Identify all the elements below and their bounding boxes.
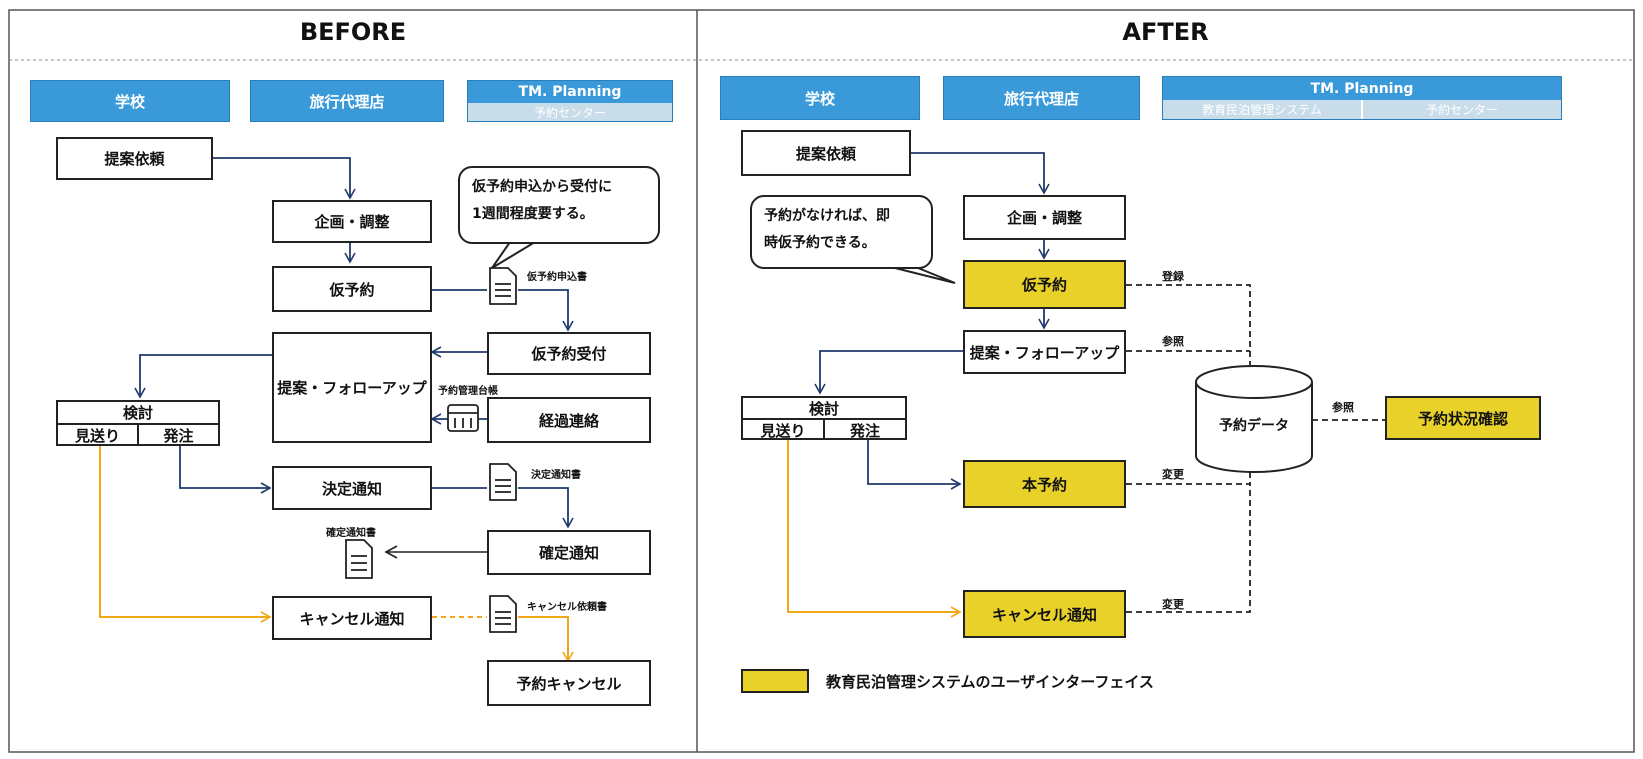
before-doc-label-ledger: 予約管理台帳 [438, 386, 498, 397]
before-node-provisional: 仮予約 [272, 266, 432, 312]
before-review-skip: 見送り [74, 427, 120, 445]
before-doc-label-confirm: 確定通知書 [326, 528, 376, 539]
before-doc-icon-provisional [489, 267, 517, 305]
before-node-decision-notice: 決定通知 [272, 466, 432, 510]
legend-text: 教育民泊管理システムのユーザインターフェイス [826, 673, 1154, 691]
after-node-proposal-request: 提案依頼 [741, 130, 911, 176]
after-review-order: 発注 [823, 420, 905, 440]
before-node-progress-contact: 経過連絡 [487, 397, 651, 443]
before-lane-tm-title: TM. Planning [468, 81, 672, 103]
before-callout-line-2: 1週間程度要する。 [472, 206, 594, 222]
after-lane-school: 学校 [720, 76, 920, 120]
after-edge-label-change-2: 変更 [1162, 598, 1184, 611]
after-node-proposal-followup: 提案・フォローアップ [963, 330, 1126, 374]
before-callout: 仮予約申込から受付に 1週間程度要する。 [458, 166, 660, 244]
after-lane-tm: TM. Planning 教育民泊管理システム 予約センター [1162, 76, 1562, 120]
before-flow-lines [134, 157, 574, 529]
after-edge-label-reference-1: 参照 [1162, 335, 1184, 348]
after-database-cylinder [1195, 365, 1313, 473]
before-title: BEFORE [299, 18, 407, 46]
before-doc-label-provisional: 仮予約申込書 [527, 272, 587, 283]
after-lane-tm-system: 教育民泊管理システム [1163, 100, 1361, 119]
after-review-title: 検討 [743, 398, 905, 420]
after-node-final-reservation: 本予約 [963, 460, 1126, 508]
before-doc-icon-decision [489, 463, 517, 501]
after-node-provisional: 仮予約 [963, 260, 1126, 309]
after-edge-label-register: 登録 [1162, 270, 1184, 283]
after-node-status-check: 予約状況確認 [1385, 396, 1541, 440]
after-callout-line-2: 時仮予約できる。 [764, 235, 876, 251]
panel-frames [8, 9, 1635, 753]
after-lane-tm-title: TM. Planning [1163, 77, 1561, 101]
after-database-label: 予約データ [1219, 418, 1289, 434]
before-doc-icon-confirm [345, 539, 373, 579]
before-review-title: 検討 [58, 402, 218, 425]
before-doc-label-cancel: キャンセル依頼書 [527, 602, 607, 613]
after-lane-tm-center: 予約センター [1361, 100, 1561, 119]
before-node-provisional-accept: 仮予約受付 [487, 332, 651, 375]
before-lane-school: 学校 [30, 80, 230, 122]
before-doc-label-decision: 決定通知書 [531, 470, 581, 481]
after-edge-label-reference-2: 参照 [1332, 401, 1354, 414]
before-node-planning: 企画・調整 [272, 200, 432, 243]
before-review-box: 検討 見送り 発注 [56, 400, 220, 446]
before-node-proposal-followup: 提案・フォローアップ [272, 332, 432, 443]
before-doc-icon-cancel [489, 595, 517, 633]
before-node-reservation-cancel: 予約キャンセル [487, 660, 651, 706]
before-lane-tm: TM. Planning 予約センター [467, 80, 673, 122]
after-review-box: 検討 見送り 発注 [741, 396, 907, 440]
before-node-proposal-request: 提案依頼 [56, 137, 213, 180]
legend-swatch [741, 669, 809, 693]
before-lane-tm-sub: 予約センター [468, 103, 672, 121]
after-title: AFTER [1122, 18, 1209, 46]
before-callout-line-1: 仮予約申込から受付に [472, 179, 612, 195]
after-flow-lines [814, 152, 1050, 490]
before-cancel-lines [99, 446, 574, 663]
after-cancel-line [787, 440, 962, 618]
after-edge-label-change-1: 変更 [1162, 468, 1184, 481]
after-node-planning: 企画・調整 [963, 195, 1126, 240]
before-calendar-icon [447, 404, 479, 432]
before-review-order: 発注 [137, 425, 218, 446]
before-callout-tail [491, 241, 536, 269]
after-node-cancel-notice: キャンセル通知 [963, 590, 1126, 638]
before-node-cancel-notice: キャンセル通知 [272, 596, 432, 640]
after-callout-tail [894, 267, 956, 284]
before-node-confirm-notice: 確定通知 [487, 530, 651, 575]
after-lane-agency: 旅行代理店 [943, 76, 1140, 120]
before-lane-agency: 旅行代理店 [250, 80, 444, 122]
after-callout-line-1: 予約がなければ、即 [764, 208, 890, 224]
after-review-skip: 見送り [760, 421, 806, 440]
after-callout: 予約がなければ、即 時仮予約できる。 [750, 195, 933, 269]
